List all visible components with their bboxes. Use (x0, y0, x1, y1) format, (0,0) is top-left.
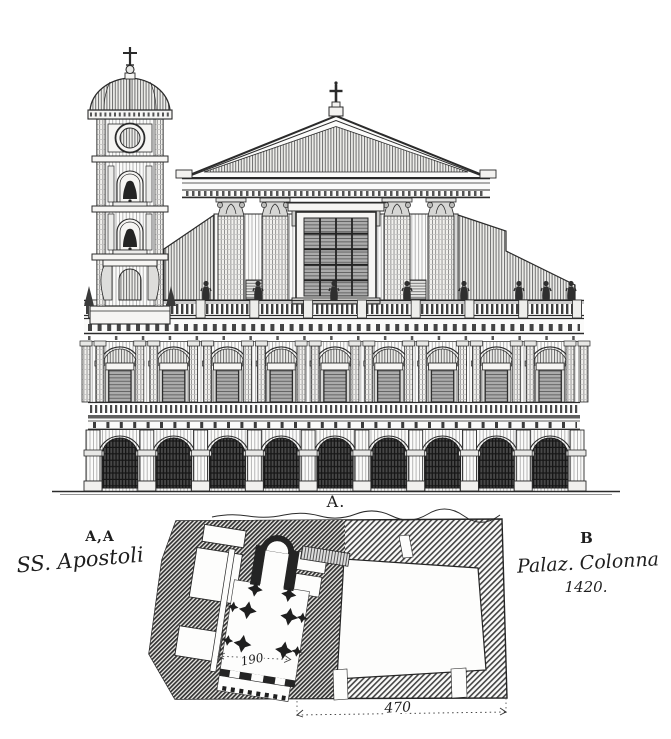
finial (84, 286, 94, 306)
clerestory-block (175, 81, 497, 305)
plan-room (201, 523, 247, 549)
plan-corridor (209, 548, 236, 673)
elevation-drawing (52, 47, 620, 495)
apse-wall (260, 535, 295, 555)
choir-wall (249, 544, 267, 586)
corinthian-capital (259, 197, 291, 217)
choir-wall (283, 550, 300, 592)
entablature (182, 177, 490, 199)
clock-stage (107, 122, 153, 154)
church-plan: 190 (174, 523, 351, 702)
dimension-label-nave: 190 (240, 650, 266, 668)
portico-plan (216, 675, 291, 702)
tower-dome (89, 64, 171, 111)
tower-cross (123, 47, 137, 66)
block-dimension: 470 (296, 697, 507, 719)
shuttered-window (409, 279, 427, 300)
corinthian-capital (425, 197, 457, 217)
palace-courtyard (336, 558, 487, 680)
pilaster (217, 215, 245, 301)
loggia-level (79, 317, 591, 417)
dimension-label-block: 470 (383, 699, 412, 716)
apse-interior (266, 541, 289, 554)
break-line (211, 508, 501, 523)
pilaster (261, 215, 289, 301)
ground-line (52, 490, 620, 495)
wall-opening (450, 667, 468, 699)
wall-opening (332, 668, 349, 701)
corinthian-capital (215, 197, 247, 217)
plan-room (174, 625, 224, 663)
wall-opening (398, 534, 414, 559)
portico-level (83, 417, 587, 492)
finial (166, 286, 176, 306)
corinthian-capital (381, 197, 413, 217)
niche-stage (100, 259, 160, 301)
palace-year-label: 1420. (564, 578, 608, 596)
pediment-cross (328, 81, 344, 117)
tympanum (203, 126, 469, 173)
plan-stairs (300, 545, 351, 567)
elevation-caption: A. (326, 492, 346, 511)
campanile (84, 47, 176, 325)
plan-drawing: 190 470 (148, 508, 508, 719)
pediment (175, 114, 497, 179)
church-key-label: A,A (85, 529, 115, 545)
bell-stage (107, 213, 153, 255)
pilaster (427, 215, 455, 301)
nave-dimension: 190 (217, 649, 292, 670)
bell-stage (107, 165, 153, 207)
palace-key-label: B (580, 529, 594, 547)
portico-columns (221, 685, 286, 701)
